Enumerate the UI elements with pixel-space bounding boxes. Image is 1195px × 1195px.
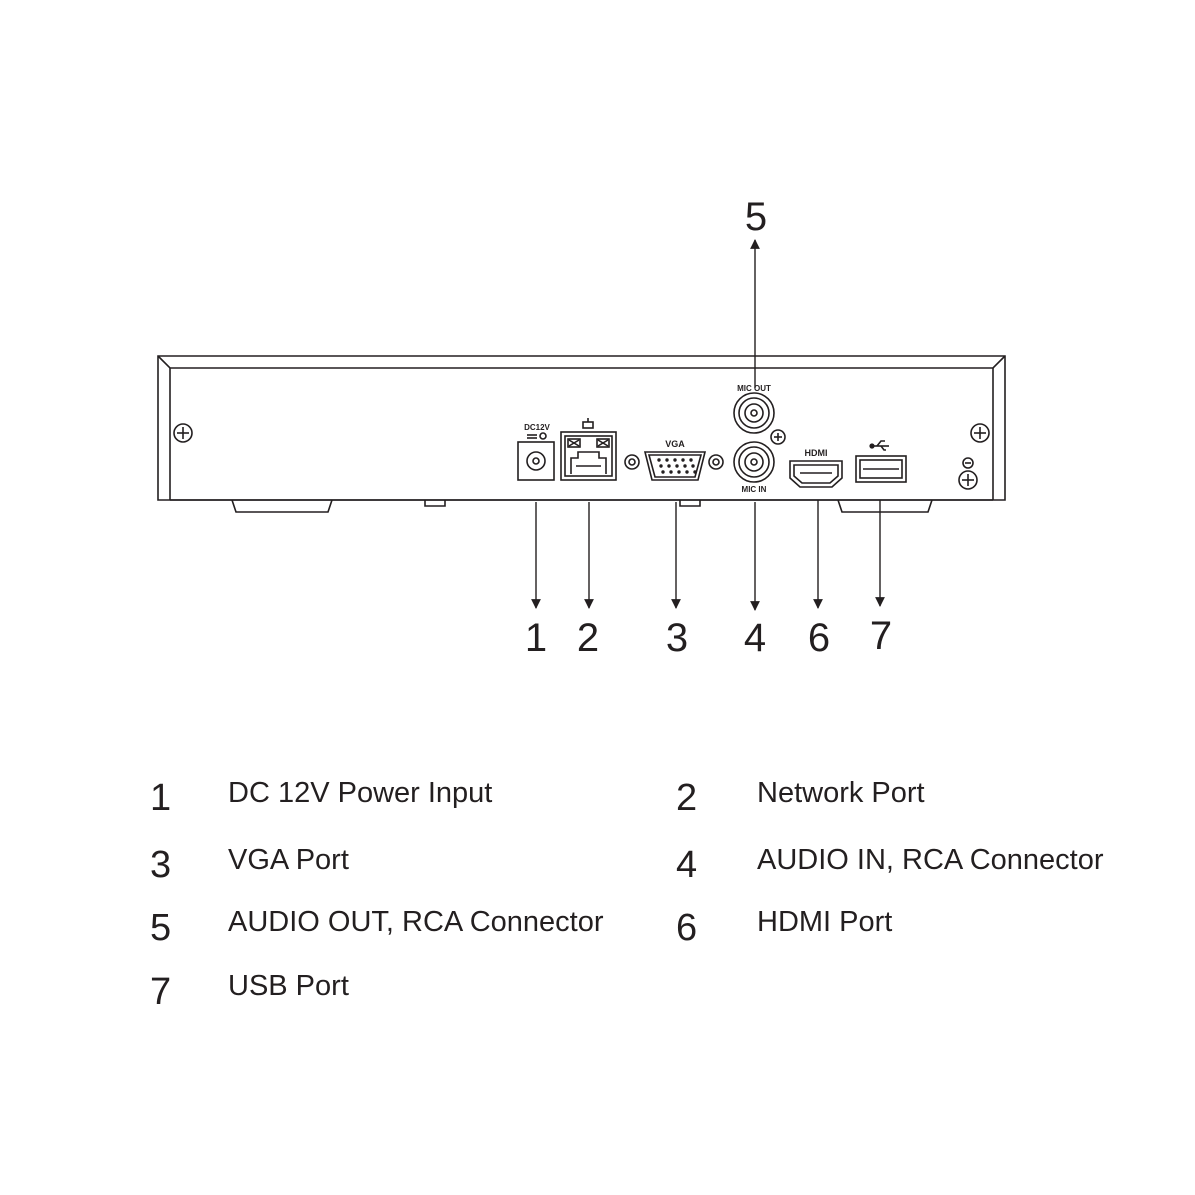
- hdmi-label: HDMI: [805, 448, 828, 458]
- network-port: [560, 431, 617, 481]
- callout-number-7: 7: [870, 614, 892, 658]
- dc-polarity-icon: [527, 432, 547, 440]
- legend-number: 3: [150, 844, 172, 886]
- callout-number-5: 5: [745, 195, 767, 239]
- legend-label: VGA Port: [228, 844, 349, 876]
- vga-pins: [657, 458, 697, 474]
- legend-label: USB Port: [228, 970, 349, 1002]
- callout-number-1: 1: [525, 616, 547, 660]
- legend-number: 6: [676, 907, 698, 949]
- ground-terminal-icon: [958, 457, 978, 490]
- chassis: [157, 355, 1006, 513]
- mic-out-label: MIC OUT: [737, 384, 771, 393]
- legend-label: DC 12V Power Input: [228, 777, 493, 809]
- usb-icon: [869, 440, 889, 451]
- mic-in-rca: [733, 441, 775, 483]
- legend-number: 2: [676, 777, 698, 819]
- callout-number-3: 3: [666, 616, 688, 660]
- callout-number-6: 6: [808, 616, 830, 660]
- legend-number: 5: [150, 907, 172, 949]
- hdmi-port: [789, 460, 843, 488]
- callout-number-2: 2: [577, 616, 599, 660]
- mic-out-rca: [733, 392, 775, 434]
- vga-label: VGA: [665, 439, 685, 449]
- legend-number: 7: [150, 971, 172, 1013]
- dc-label: DC12V: [524, 423, 550, 432]
- left-screw-icon: [173, 423, 193, 443]
- legend-label: AUDIO OUT, RCA Connector: [228, 906, 604, 938]
- vga-port: [624, 451, 724, 481]
- legend-label: HDMI Port: [757, 906, 893, 938]
- mic-in-label: MIC IN: [742, 485, 767, 494]
- legend-label: AUDIO IN, RCA Connector: [757, 844, 1104, 876]
- legend-number: 4: [676, 844, 698, 886]
- panel-screw-icon: [770, 429, 786, 445]
- callout-number-4: 4: [744, 616, 766, 660]
- usb-port: [855, 455, 907, 483]
- legend-label: Network Port: [757, 777, 925, 809]
- right-screw-icon: [970, 423, 990, 443]
- dc-power-jack: [517, 441, 555, 481]
- legend-number: 1: [150, 777, 172, 819]
- network-icon: [582, 418, 594, 429]
